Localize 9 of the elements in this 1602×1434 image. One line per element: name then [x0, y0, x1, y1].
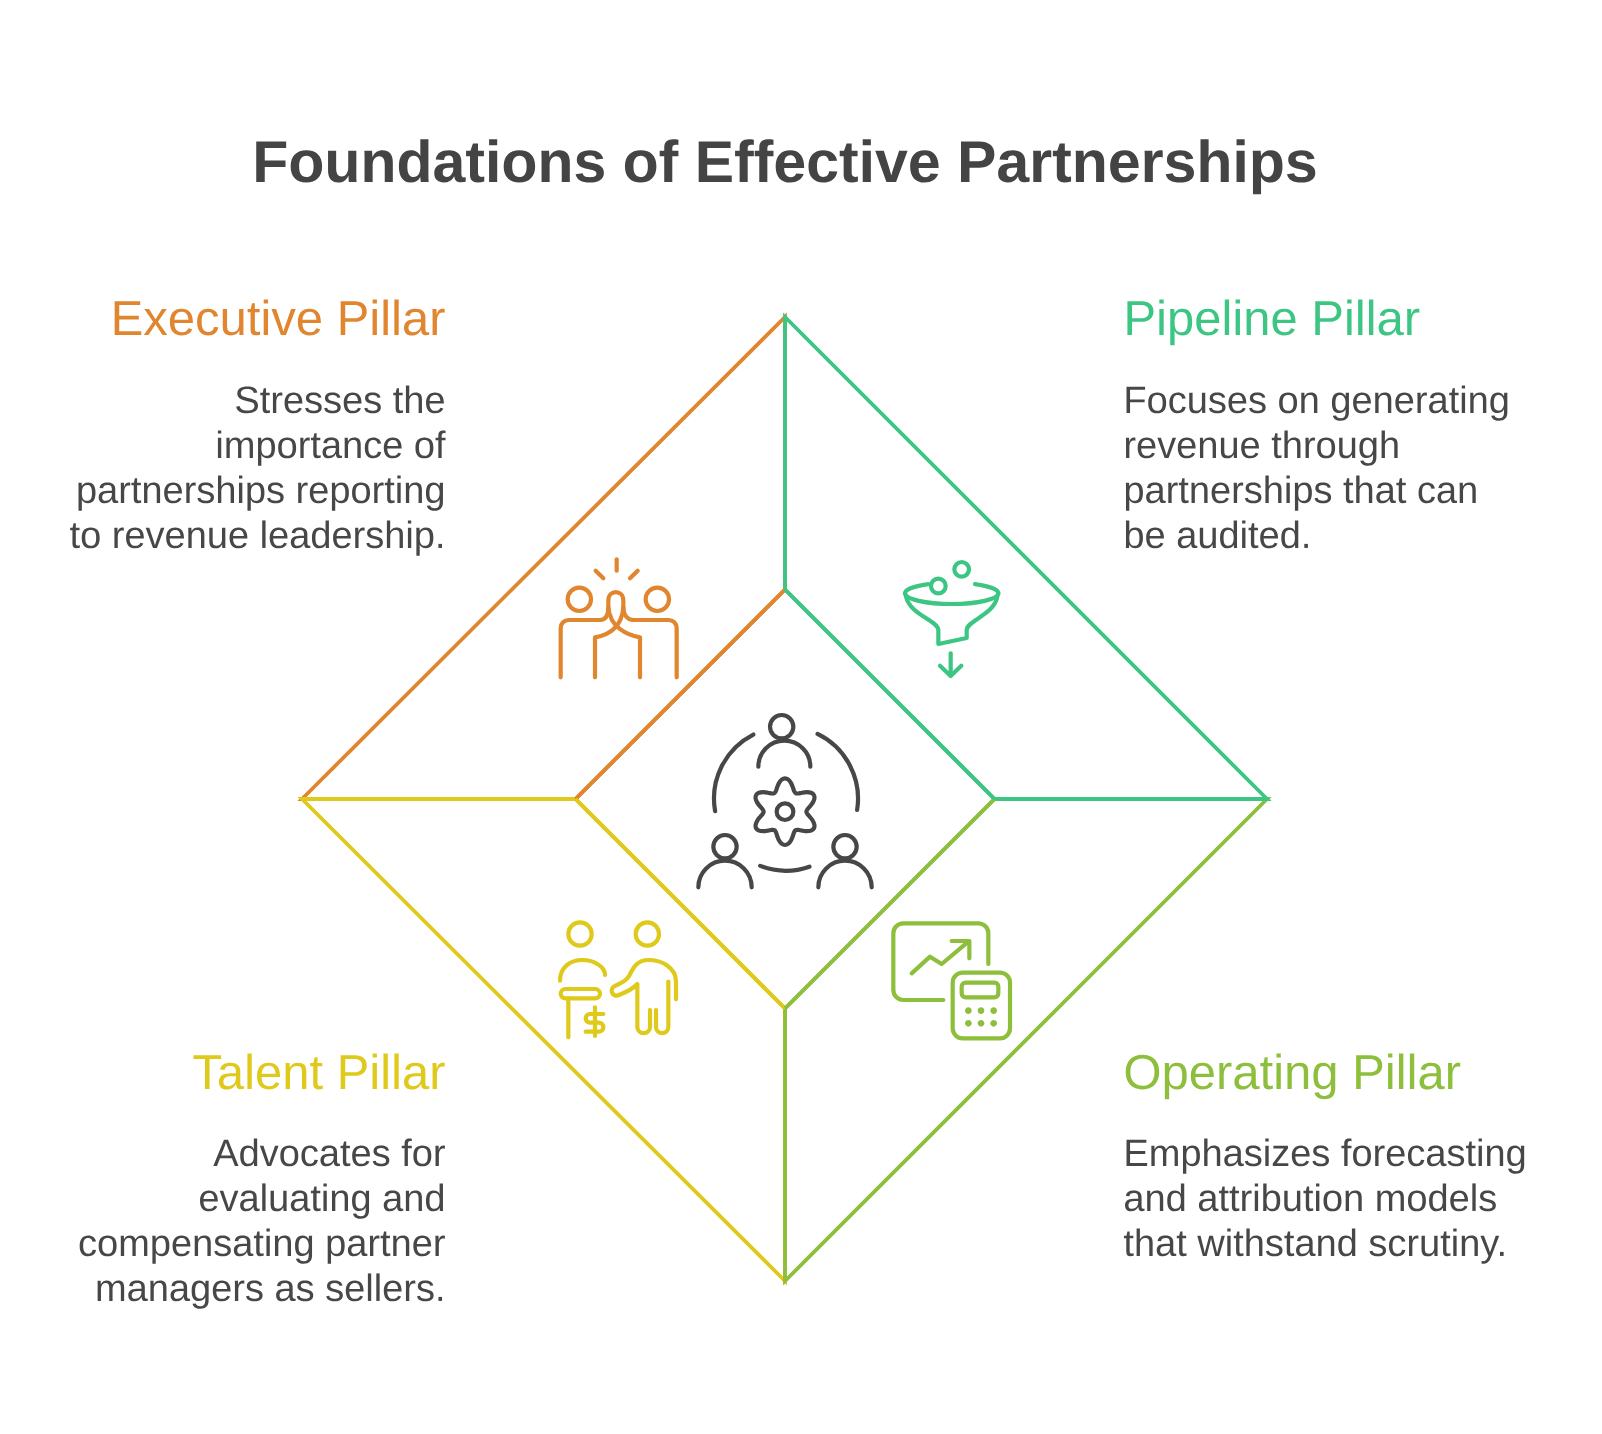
pillar-description: Advocates for evaluating and compensating partner managers as sellers.	[79, 1138, 445, 1309]
pillar-description: Stresses the importance of partnerships reporting to revenue leadership.	[70, 385, 446, 556]
pillar-description: Emphasizes forecasting and attribution models that withstand scrutiny.	[1123, 1138, 1525, 1264]
pillar-heading: Executive Pillar	[114, 299, 445, 336]
pillar-description: Focuses on generating revenue through partnerships that can be audited.	[1125, 385, 1508, 549]
pillar-heading: Operating Pillar	[1125, 1053, 1461, 1100]
pillar-heading: Talent Pillar	[193, 1053, 445, 1090]
pillar-heading: Pipeline Pillar	[1127, 299, 1420, 346]
title: Foundations of Effective Partnerships	[256, 139, 1316, 195]
